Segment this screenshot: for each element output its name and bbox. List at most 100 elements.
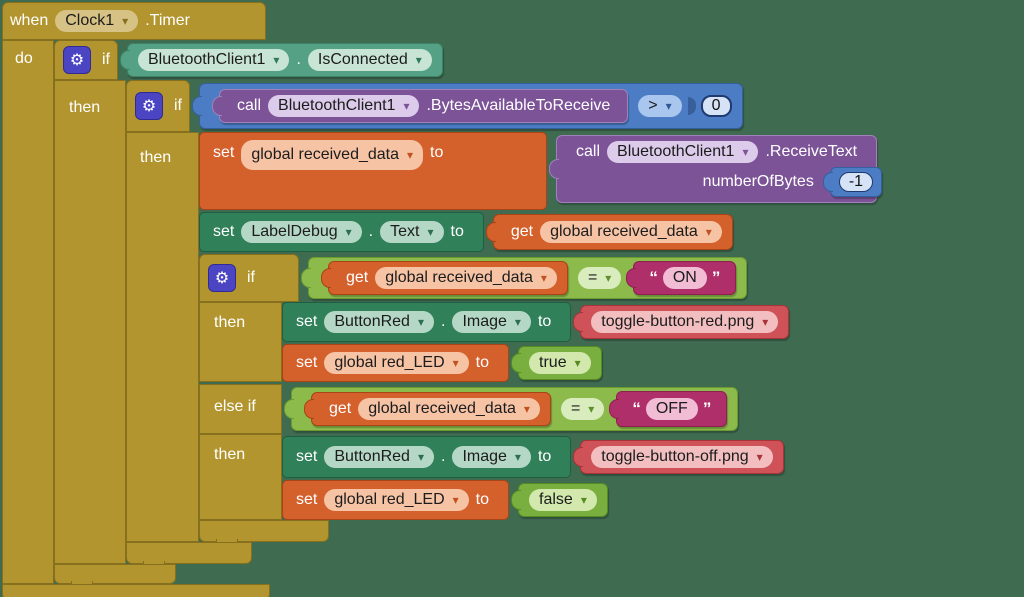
dropdown-arrow-icon: ▾ (452, 356, 459, 370)
greater-than-compare-block[interactable]: call BluetoothClient1 ▾ .BytesAvailableT… (199, 83, 743, 129)
receive-text-method-label: .ReceiveText (765, 143, 858, 160)
text-off-block[interactable]: “ OFF ” (616, 391, 728, 427)
dropdown-arrow-icon: ▾ (415, 53, 422, 67)
red-led-variable-dropdown[interactable]: global red_LED ▾ (324, 489, 469, 511)
mutator-gear-icon[interactable]: ⚙ (135, 92, 163, 120)
then-spine: then (199, 434, 282, 520)
dropdown-arrow-icon: ▾ (523, 402, 530, 416)
dropdown-arrow-icon: ▾ (345, 225, 352, 239)
dropdown-arrow-icon: ▾ (574, 356, 581, 370)
get-label: get (510, 223, 534, 240)
if-label: if (247, 269, 255, 286)
if-connected-block[interactable]: ⚙ if BluetoothClient1 ▾ . IsConnected ▾ (54, 40, 883, 589)
equals-operator-dropdown[interactable]: = ▾ (577, 267, 622, 289)
dropdown-arrow-icon: ▾ (762, 315, 769, 329)
compare-on-block[interactable]: get global received_data ▾ = (308, 257, 748, 299)
set-buttonred-image-off-block[interactable]: set ButtonRed ▾ . Image (282, 436, 784, 478)
set-red-led-false-block[interactable]: set global red_LED ▾ to (282, 480, 608, 520)
true-logic-block[interactable]: true ▾ (518, 346, 602, 380)
if-bytes-bottom (126, 542, 252, 569)
if-bytes-block[interactable]: ⚙ if call BluetoothClient1 ▾ .BytesAvail… (126, 80, 883, 569)
set-label: set (296, 313, 318, 330)
toggle-red-png-block[interactable]: toggle-button-red.png ▾ (580, 305, 790, 339)
toggle-off-png-block[interactable]: toggle-button-off.png ▾ (580, 440, 784, 474)
dropdown-arrow-icon: ▾ (742, 145, 749, 159)
to-label: to (475, 354, 490, 371)
false-dropdown[interactable]: false ▾ (529, 489, 597, 511)
set-labeldebug-text-block[interactable]: set LabelDebug ▾ . Text ▾ (199, 212, 733, 252)
text-on-block[interactable]: “ ON ” (633, 261, 737, 295)
off-png-dropdown[interactable]: toggle-button-off.png ▾ (591, 446, 773, 468)
off-text-field[interactable]: OFF (645, 398, 698, 420)
on-text-field[interactable]: ON (662, 267, 707, 289)
get-received-data-block[interactable]: get global received_data ▾ (492, 214, 733, 250)
get-received-data-block[interactable]: get global received_data ▾ (328, 261, 568, 295)
dropdown-arrow-icon: ▾ (417, 450, 424, 464)
set-received-data-body: set global received_data ▾ to (199, 132, 547, 210)
close-quote-label: ” (702, 399, 712, 418)
mutator-gear-icon[interactable]: ⚙ (208, 264, 236, 292)
set-label: set (213, 223, 235, 240)
to-label: to (475, 491, 490, 508)
set-red-led-true-block[interactable]: set global red_LED ▾ to (282, 344, 602, 382)
greater-operator-dropdown[interactable]: > ▾ (638, 95, 682, 117)
receive-text-call-block[interactable]: call BluetoothClient1 ▾ .ReceiveText (556, 135, 883, 203)
buttonred-component-dropdown[interactable]: ButtonRed ▾ (324, 446, 434, 468)
image-property-dropdown[interactable]: Image ▾ (452, 311, 531, 333)
compare-off-block[interactable]: get global received_data ▾ = (291, 387, 739, 431)
get-received-data-block[interactable]: get global received_data ▾ (311, 392, 551, 426)
received-data-variable-dropdown[interactable]: global received_data ▾ (241, 140, 424, 170)
open-quote-label: “ (632, 399, 641, 418)
bluetoothclient-dropdown[interactable]: BluetoothClient1 ▾ (268, 95, 420, 117)
clock-component-dropdown[interactable]: Clock1 ▾ (55, 10, 139, 32)
bytes-available-call-block[interactable]: call BluetoothClient1 ▾ .BytesAvailableT… (219, 89, 629, 123)
open-quote-label: “ (649, 268, 658, 287)
bluetoothclient-dropdown[interactable]: BluetoothClient1 ▾ (138, 49, 290, 71)
dropdown-arrow-icon: ▾ (514, 450, 521, 464)
do-spine: do (2, 40, 54, 584)
get-label: get (346, 269, 369, 286)
mutator-gear-icon[interactable]: ⚙ (63, 46, 91, 74)
zero-number-field[interactable]: 0 (700, 95, 732, 117)
isconnected-dropdown[interactable]: IsConnected ▾ (307, 49, 432, 71)
set-received-data-block[interactable]: set global received_data ▾ to c (199, 132, 883, 210)
red-led-variable-dropdown[interactable]: global red_LED ▾ (324, 352, 469, 374)
received-data-variable-dropdown[interactable]: global received_data ▾ (540, 221, 722, 243)
received-data-variable-dropdown[interactable]: global received_data ▾ (358, 398, 540, 420)
if-label: if (102, 51, 110, 68)
received-data-variable-dropdown[interactable]: global received_data ▾ (375, 267, 557, 289)
then-label: then (214, 314, 246, 331)
if-bytes-header: ⚙ if (126, 80, 190, 132)
dropdown-arrow-icon: ▾ (407, 148, 414, 162)
if-on-off-block[interactable]: ⚙ if get global received_data (199, 254, 790, 547)
buttonred-component-dropdown[interactable]: ButtonRed ▾ (324, 311, 434, 333)
bytes-available-method-label: .BytesAvailableToReceive (426, 97, 611, 114)
if-connected-header: ⚙ if (54, 40, 118, 80)
to-label: to (537, 448, 552, 465)
then-spine: then (54, 80, 126, 564)
false-logic-block[interactable]: false ▾ (518, 483, 608, 517)
do-label: do (15, 50, 33, 67)
set-red-led-body: set global red_LED ▾ to (282, 480, 510, 520)
minus-one-number-block[interactable]: -1 (829, 167, 883, 197)
when-event-header[interactable]: when Clock1 ▾ .Timer (2, 2, 266, 40)
dot-label: . (296, 51, 301, 68)
set-label: set (296, 491, 318, 508)
dropdown-arrow-icon: ▾ (122, 14, 129, 28)
set-buttonred-image-red-block[interactable]: set ButtonRed ▾ . Image (282, 302, 790, 342)
image-property-dropdown[interactable]: Image ▾ (452, 446, 531, 468)
text-property-dropdown[interactable]: Text ▾ (380, 221, 444, 243)
when-clock-timer-block[interactable]: when Clock1 ▾ .Timer do ⚙ if BluetoothCl… (2, 2, 883, 597)
minus-one-number-field[interactable]: -1 (838, 172, 874, 192)
isconnected-condition-block[interactable]: BluetoothClient1 ▾ . IsConnected ▾ (127, 43, 443, 77)
equals-operator-dropdown[interactable]: = ▾ (560, 398, 605, 420)
get-label: get (329, 400, 352, 417)
bluetoothclient-dropdown[interactable]: BluetoothClient1 ▾ (607, 141, 759, 163)
true-dropdown[interactable]: true ▾ (529, 352, 591, 374)
labeldebug-component-dropdown[interactable]: LabelDebug ▾ (241, 221, 362, 243)
call-label: call (576, 143, 601, 160)
dropdown-arrow-icon: ▾ (580, 493, 587, 507)
red-png-dropdown[interactable]: toggle-button-red.png ▾ (591, 311, 779, 333)
else-if-label: else if (214, 398, 256, 415)
